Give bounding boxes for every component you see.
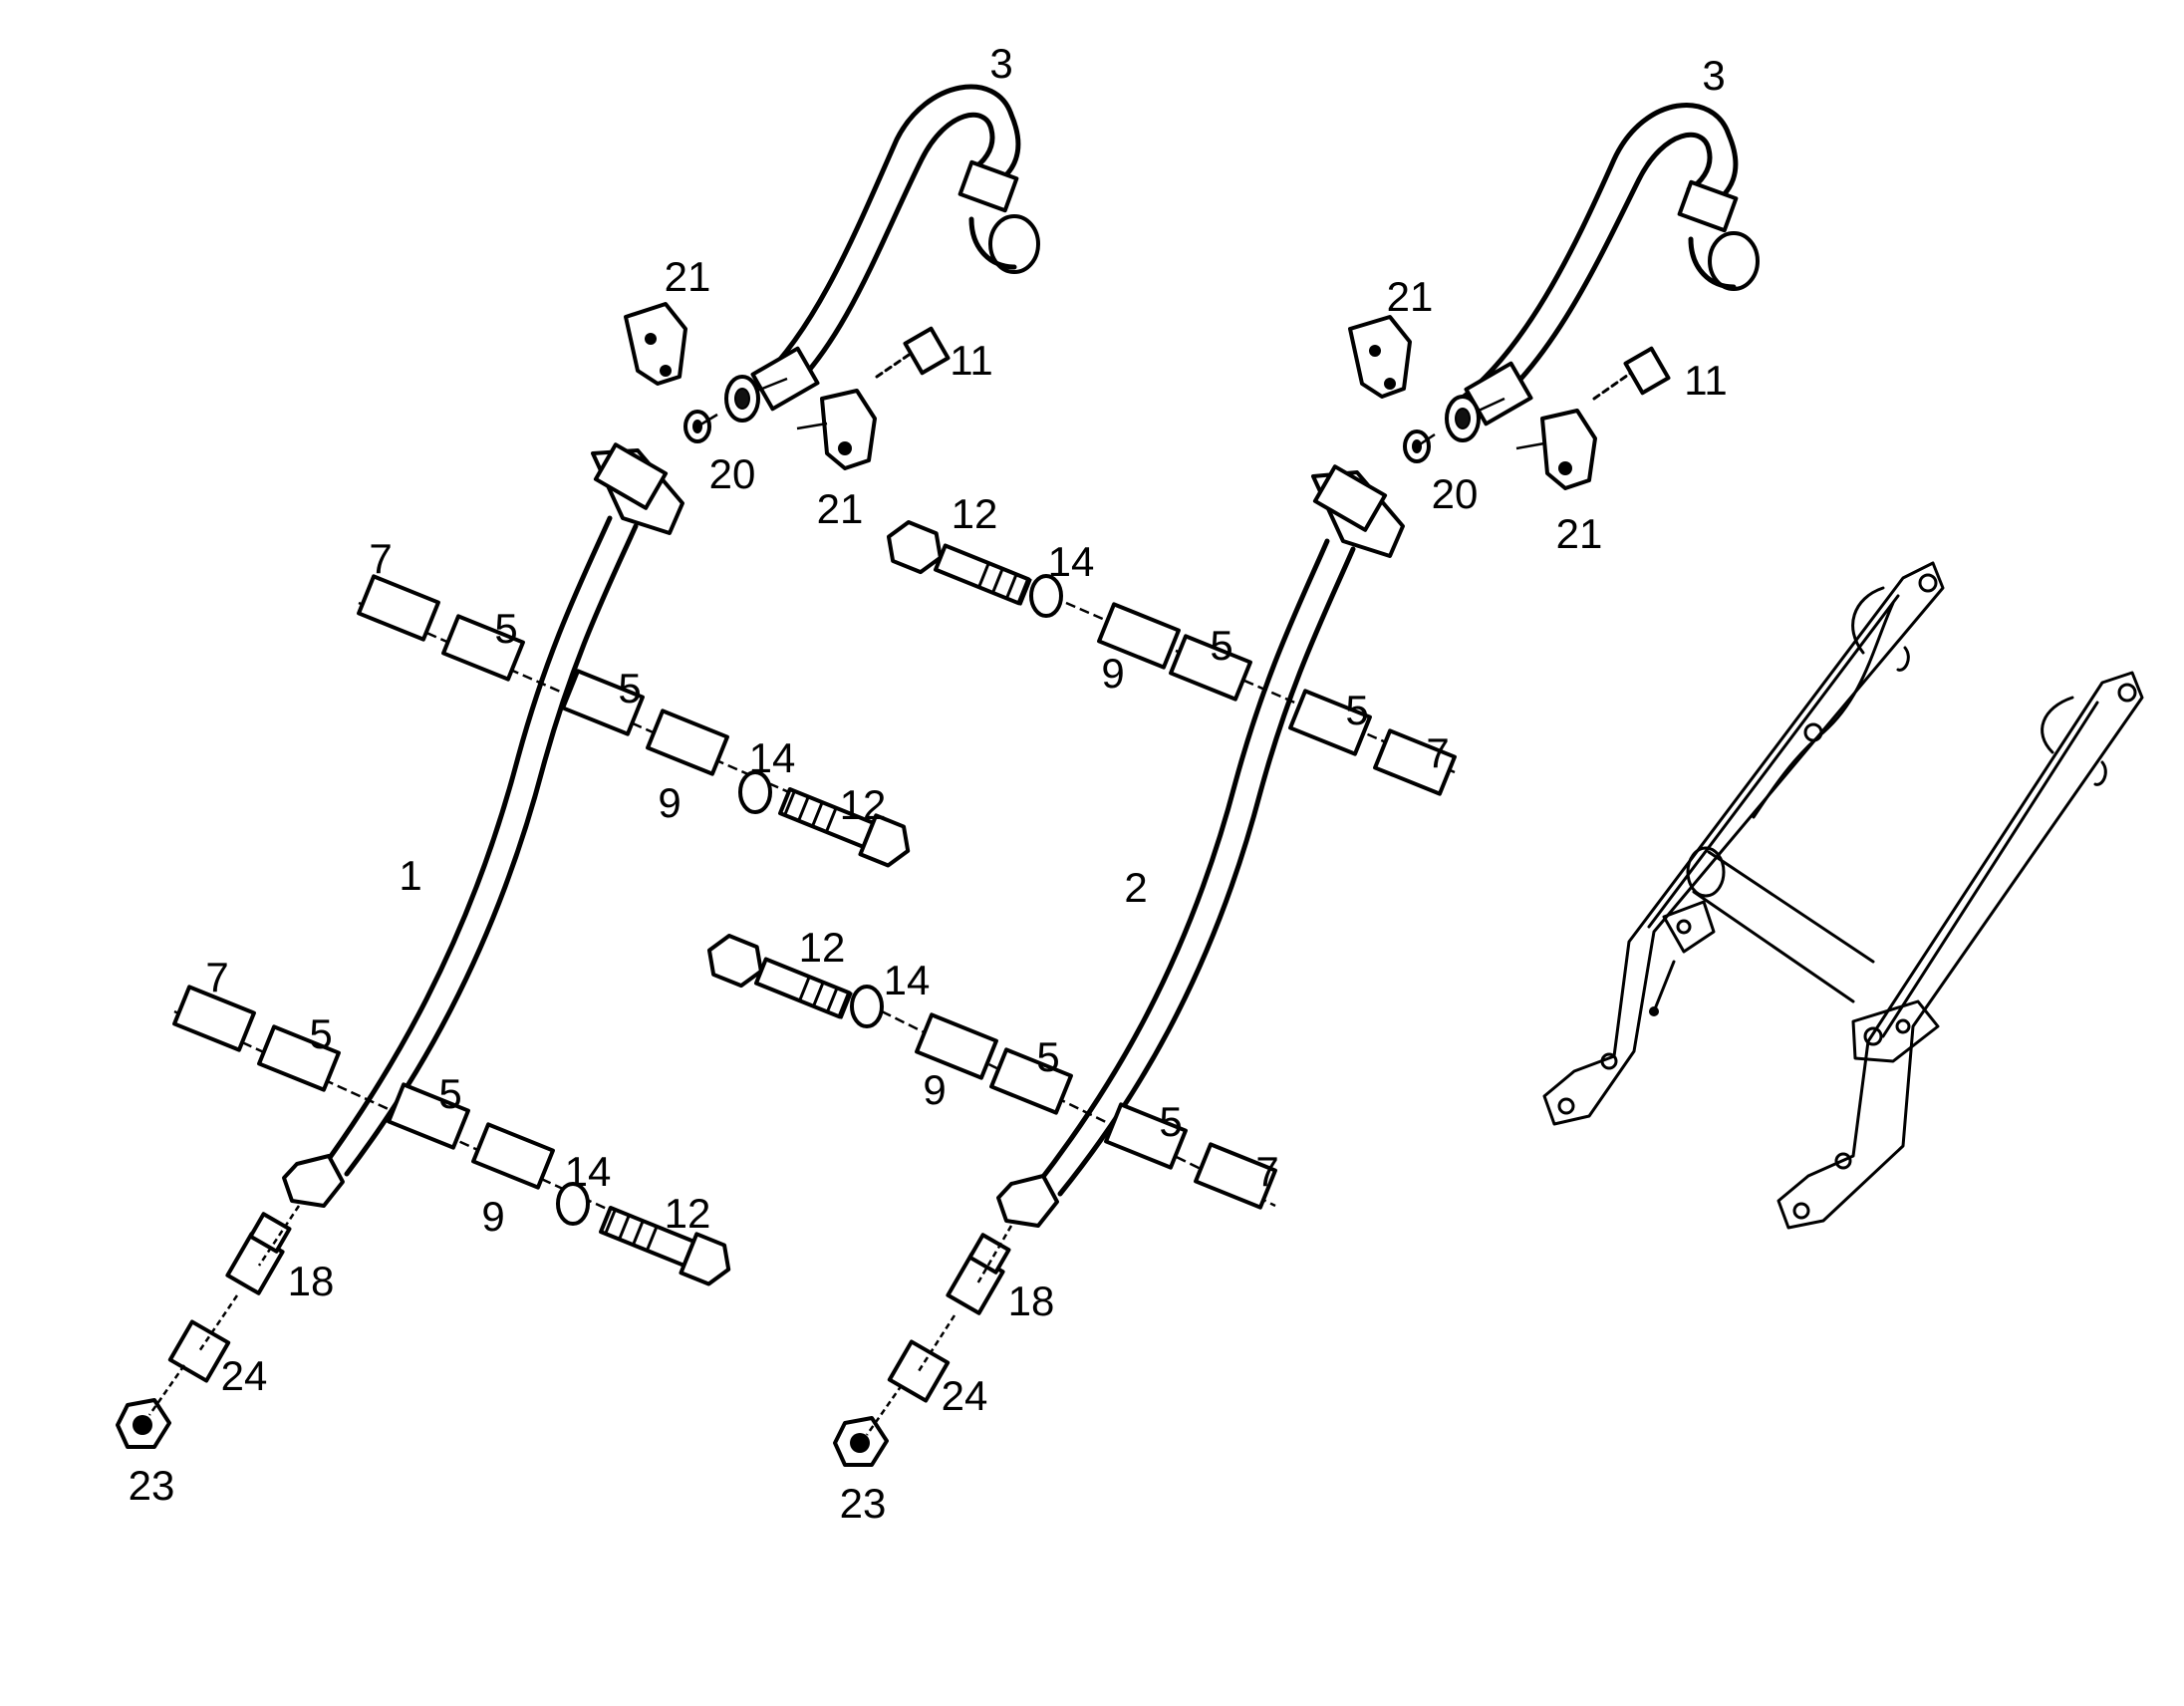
right-hose-assembly <box>706 102 1760 1467</box>
callout-7-lower-right: 7 <box>1255 1148 1278 1195</box>
callout-2: 2 <box>1124 864 1147 911</box>
callout-11-left: 11 <box>950 337 993 384</box>
hose-3-left <box>750 84 1040 412</box>
callout-11-right: 11 <box>1684 357 1728 404</box>
nut-23-right <box>833 1384 904 1467</box>
callout-5-h: 5 <box>1159 1098 1182 1145</box>
clamp-stack-lower-right <box>706 933 1277 1210</box>
clamp-21-upper-right <box>1348 315 1412 399</box>
callout-5-c: 5 <box>309 1010 332 1057</box>
callout-18-left: 18 <box>288 1258 335 1304</box>
callout-3-left: 3 <box>989 40 1012 87</box>
nut-hex-right <box>996 1174 1059 1228</box>
flange-left <box>591 442 684 535</box>
callout-labels: 3 3 21 21 21 21 11 11 20 20 12 12 12 12 … <box>129 40 1728 1527</box>
nut-23-left <box>116 1364 186 1449</box>
fitting-18-right <box>946 1225 1013 1315</box>
callout-24-right: 24 <box>942 1372 988 1419</box>
callout-14-upper-left: 14 <box>749 734 796 781</box>
callout-12-upper-left: 12 <box>840 781 887 828</box>
callout-21-lower-left: 21 <box>817 485 864 532</box>
fitting-24-right <box>887 1314 956 1403</box>
clamp-21-lower-left <box>820 389 877 470</box>
callout-5-f: 5 <box>1345 687 1368 733</box>
nut-hex-left <box>282 1154 345 1208</box>
callout-12-lower-left: 12 <box>665 1190 711 1237</box>
bolt-11-left <box>875 326 951 379</box>
callout-12-lower-right: 12 <box>799 924 846 971</box>
clamp-21-upper-left <box>624 302 687 386</box>
fitting-18-left <box>225 1205 301 1295</box>
callout-3-right: 3 <box>1702 52 1725 99</box>
callout-20-right: 20 <box>1432 470 1479 517</box>
callout-5-d: 5 <box>438 1070 461 1117</box>
clamp-stack-upper-right <box>886 519 1457 796</box>
callout-23-right: 23 <box>840 1480 887 1527</box>
clamp-stack-lower-left <box>172 985 731 1286</box>
callout-18-right: 18 <box>1008 1278 1055 1324</box>
left-hose-assembly <box>116 84 1040 1449</box>
callout-21-upper-left: 21 <box>665 253 711 300</box>
callout-7-lower-left: 7 <box>205 954 228 1000</box>
callout-9-lower-right: 9 <box>923 1066 946 1113</box>
callout-21-lower-right: 21 <box>1556 510 1603 557</box>
callout-14-upper-right: 14 <box>1048 538 1095 585</box>
callout-5-e: 5 <box>1210 622 1232 669</box>
callout-20-left: 20 <box>709 450 756 497</box>
callout-24-left: 24 <box>221 1352 268 1399</box>
callout-5-g: 5 <box>1036 1033 1059 1080</box>
clamp-stack-upper-left <box>357 574 911 868</box>
callout-5-a: 5 <box>494 605 517 652</box>
callout-14-lower-left: 14 <box>565 1148 612 1195</box>
callout-21-upper-right: 21 <box>1387 273 1434 320</box>
flange-right <box>1311 464 1405 558</box>
bolt-11-right <box>1592 346 1671 401</box>
callout-1: 1 <box>399 852 421 899</box>
callout-23-left: 23 <box>129 1462 175 1509</box>
callout-9-upper-right: 9 <box>1101 650 1124 697</box>
loader-arm-frame <box>1542 561 2144 1230</box>
fitting-20-right <box>1445 395 1481 442</box>
callout-5-b: 5 <box>618 665 641 711</box>
clamp-21-lower-right <box>1540 409 1597 490</box>
callout-12-upper-right: 12 <box>952 490 998 537</box>
fitting-20-left <box>724 375 760 423</box>
callout-14-lower-right: 14 <box>884 957 931 1003</box>
callout-9-lower-left: 9 <box>481 1193 504 1240</box>
callout-7-upper-left: 7 <box>369 535 392 582</box>
callout-7-upper-right: 7 <box>1426 729 1449 776</box>
callout-9-upper-left: 9 <box>658 779 681 826</box>
